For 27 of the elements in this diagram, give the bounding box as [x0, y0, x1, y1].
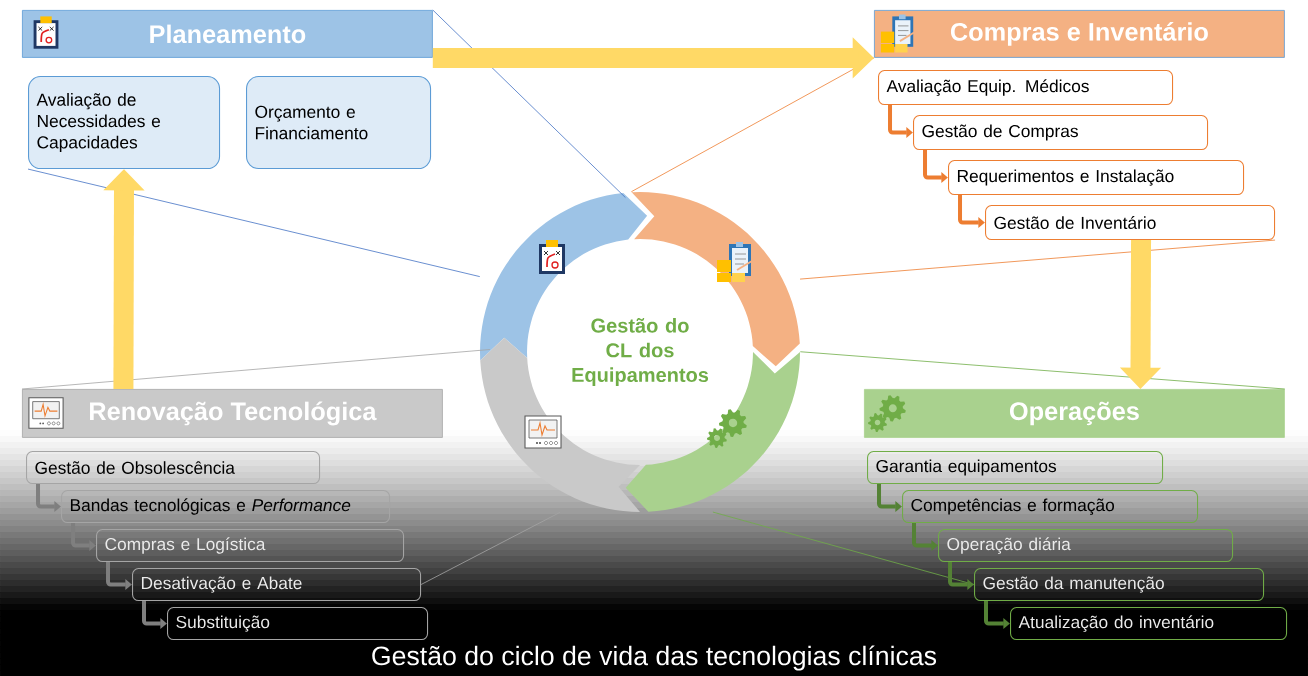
caption: Gestão do ciclo de vida das tecnologias clínicas — [372, 645, 937, 671]
step-box: Gestão de Inventário — [985, 205, 1276, 241]
step-box: Operação diária — [938, 529, 1234, 563]
section-header: Planeamento — [22, 10, 433, 58]
connector-line — [27, 168, 481, 277]
step-box: Avaliação Equip. Médicos — [878, 70, 1174, 106]
step-box: Substituição — [167, 607, 429, 641]
step-box: Avaliação de Necessidades e Capacidades — [28, 76, 221, 170]
step-box: Gestão de Compras — [913, 115, 1209, 151]
step-box: Gestão da manutenção — [974, 568, 1265, 602]
connector-line — [432, 9, 626, 198]
step-box: Requerimentos e Instalação — [948, 160, 1245, 196]
step-box: Competências e formação — [902, 490, 1199, 524]
step-box: Orçamento e Financiamento — [246, 76, 432, 170]
step-box: Gestão de Obsolescência — [26, 451, 321, 485]
section-header: Compras e Inventário — [874, 10, 1285, 58]
section-header: Operações — [864, 389, 1285, 438]
connector-line — [799, 239, 1276, 280]
connector-line — [630, 57, 875, 193]
step-box: Desativação e Abate — [132, 568, 422, 602]
connector-line — [799, 351, 1286, 390]
step-box: Bandas tecnológicas e Performance — [61, 490, 391, 524]
step-box: Garantia equipamentos — [867, 451, 1164, 485]
connector-line — [21, 349, 491, 390]
cycle-title: Gestão do CL dos Equipamentos — [572, 318, 709, 386]
step-box: Compras e Logística — [96, 529, 405, 563]
step-box: Atualização do inventário — [1010, 607, 1288, 641]
